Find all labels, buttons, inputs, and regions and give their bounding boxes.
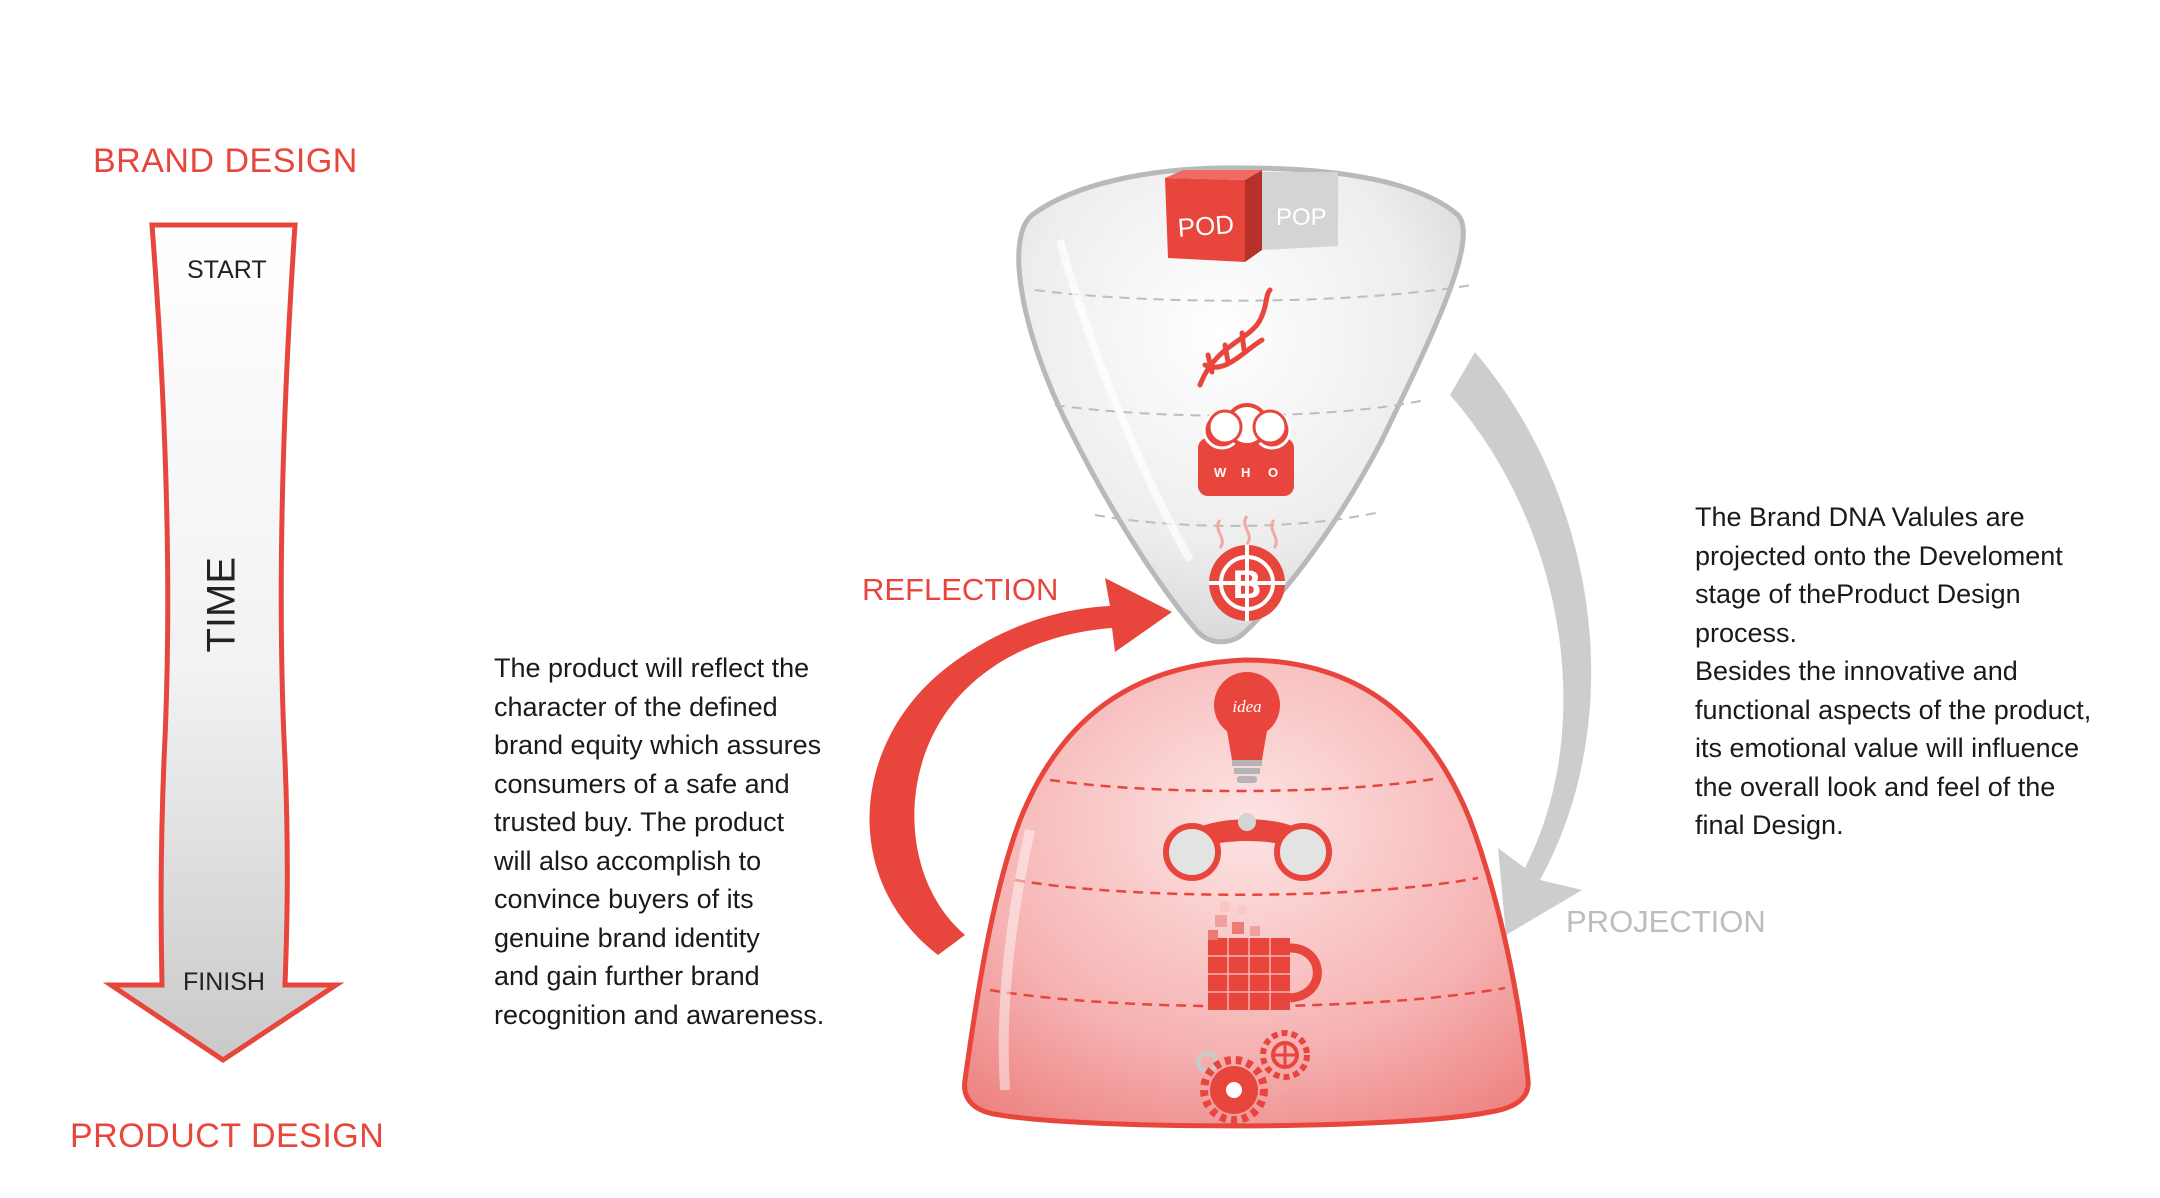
pixel-mug-icon [1208, 902, 1322, 1010]
reflection-line: The product will reflect the [494, 653, 810, 683]
projection-line: its emotional value will influence [1695, 733, 2080, 763]
projection-line: functional aspects of the product, [1695, 694, 2092, 725]
projection-line: projected onto the Develoment [1695, 540, 2063, 571]
projection-label: PROJECTION [1566, 904, 1766, 939]
reflection-line: genuine brand identity [494, 922, 760, 953]
product-design-title: PRODUCT DESIGN [70, 1117, 385, 1155]
who-letter-h: H [1241, 465, 1250, 480]
reflection-line: character of the defined [494, 691, 778, 722]
who-letter-o: O [1268, 465, 1278, 480]
projection-line: Besides the innovative and [1695, 656, 2018, 686]
bulb-text: idea [1232, 697, 1261, 716]
product-bulb [962, 657, 1531, 1129]
reflection-line: brand equity which assures [494, 730, 822, 760]
who-letter-w: W [1214, 465, 1227, 480]
idea-lightbulb-icon: idea [1214, 672, 1280, 783]
start-label: START [187, 256, 267, 284]
dna-helix-icon [1197, 287, 1273, 388]
reflection-description: The product will reflect the character o… [494, 649, 824, 1034]
brand-design-title: BRAND DESIGN [93, 142, 358, 180]
reflection-line: consumers of a safe and [494, 768, 790, 799]
projection-line: the overall look and feel of the [1695, 771, 2056, 802]
gears-icon [1195, 1030, 1310, 1124]
projection-arrow [1450, 352, 1592, 935]
reflection-line: and gain further brand [494, 961, 760, 991]
people-group-icon: W H O [1198, 403, 1294, 496]
reflection-line: will also accomplish to [494, 845, 762, 876]
target-letter: B [1233, 563, 1262, 607]
reflection-arrow [869, 578, 1172, 955]
reflection-line: convince buyers of its [494, 884, 754, 914]
projection-line: The Brand DNA Valules are [1695, 502, 2025, 532]
target-b-icon: B [1209, 515, 1285, 621]
reflection-line: trusted buy. The product [494, 807, 785, 837]
reflection-label: REFLECTION [862, 572, 1059, 607]
pop-label: POP [1276, 204, 1327, 231]
finish-label: FINISH [183, 968, 265, 996]
pod-label: POD [1177, 209, 1235, 243]
projection-line: process. [1695, 617, 1798, 648]
reflection-line: recognition and awareness. [494, 999, 825, 1030]
pod-pop-cube-icon: POD POP [1165, 170, 1338, 262]
projection-line: stage of theProduct Design [1695, 579, 2021, 609]
projection-line: final Design. [1695, 810, 1844, 840]
projection-description: The Brand DNA Valules are projected onto… [1695, 498, 2091, 845]
binoculars-icon [1163, 813, 1332, 881]
